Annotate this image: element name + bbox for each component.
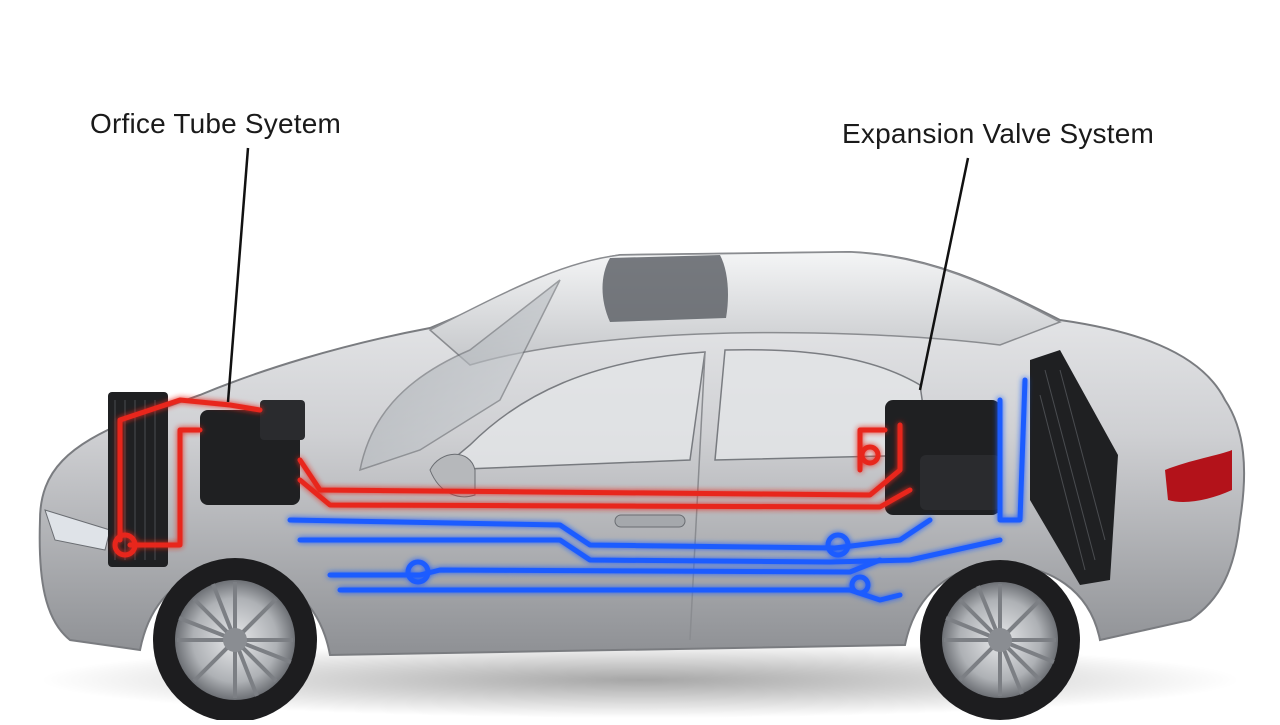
rear-evaporator-detail — [920, 455, 1000, 510]
windshield — [359, 279, 561, 472]
left-callout-line — [226, 147, 250, 403]
orifice-tube-system-label: Orfice Tube Syetem — [90, 108, 342, 139]
rear-heat-exchanger — [1030, 350, 1118, 585]
headlight — [44, 509, 111, 551]
rear-wheel — [920, 560, 1080, 720]
front-wheel — [153, 558, 317, 722]
door-handle — [614, 514, 686, 528]
car-roof — [428, 251, 1062, 366]
front-compressor-detail — [260, 400, 305, 440]
condenser-fins — [114, 400, 156, 560]
low-pressure-lines — [287, 377, 1028, 603]
rear-exchanger-fins — [1039, 369, 1106, 571]
side-mirror — [429, 453, 476, 498]
expansion-valve-system-label: Expansion Valve System — [842, 118, 1155, 149]
sunroof — [602, 255, 728, 322]
taillight — [1165, 450, 1232, 502]
right-callout-line — [918, 157, 970, 391]
high-pressure-lines — [112, 397, 913, 558]
front-condenser — [108, 392, 168, 567]
